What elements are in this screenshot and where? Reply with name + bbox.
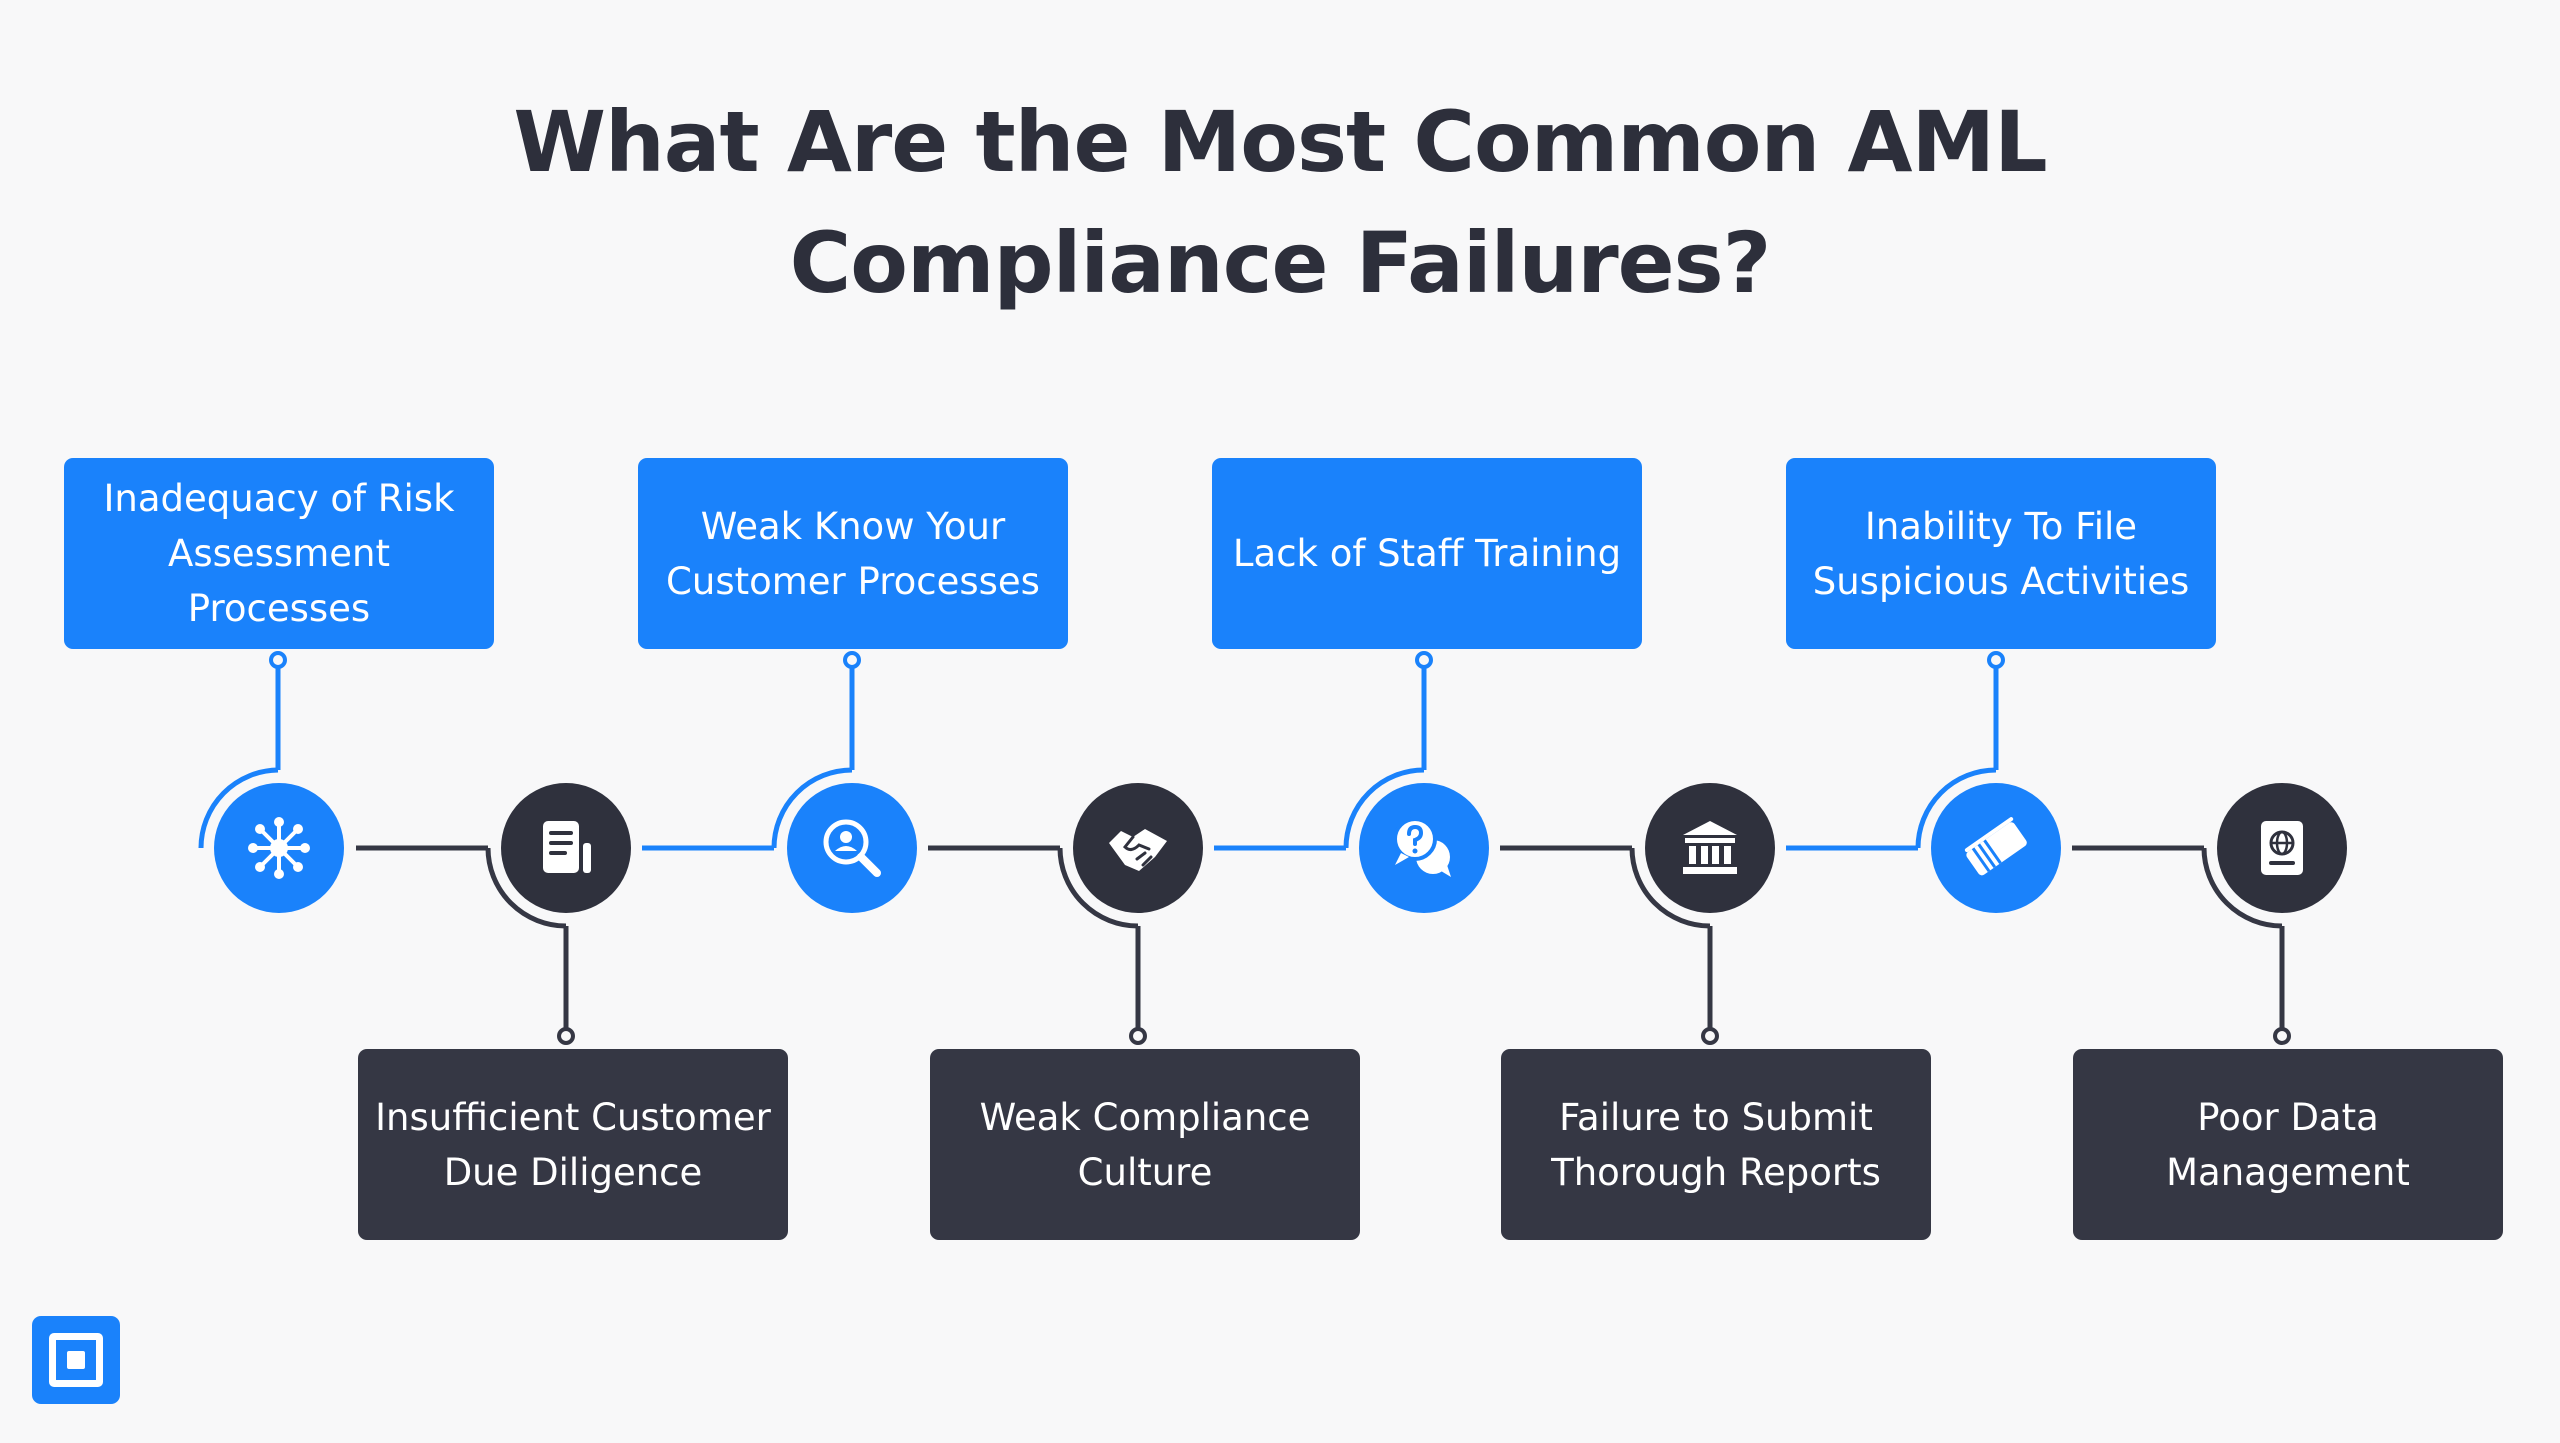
dot-step-8 xyxy=(2273,1027,2291,1045)
user-search-icon xyxy=(823,819,881,877)
step-5-label-box: Lack of Staff Training xyxy=(1212,458,1642,649)
arc-step-6 xyxy=(1629,847,1711,929)
dot-step-2 xyxy=(557,1027,575,1045)
step-4-label-box: Weak Compliance Culture xyxy=(930,1049,1360,1240)
arc-step-7 xyxy=(1915,767,1997,849)
passport-icon xyxy=(2261,821,2303,875)
dot-step-3 xyxy=(843,651,861,669)
dot-step-1 xyxy=(269,651,287,669)
arc-step-5 xyxy=(1343,767,1425,849)
arc-step-1 xyxy=(198,767,279,849)
step-3-label-box: Weak Know Your Customer Processes xyxy=(638,458,1068,649)
step-5-node xyxy=(1359,783,1489,913)
arc-step-8 xyxy=(2201,847,2283,929)
step-1-node xyxy=(214,783,344,913)
logo-ring xyxy=(49,1333,103,1387)
page-title: What Are the Most Common AML Compliance … xyxy=(280,82,2280,324)
step-4-node xyxy=(1073,783,1203,913)
bank-building-icon xyxy=(1683,821,1737,874)
logo-center xyxy=(67,1351,85,1369)
step-1-label-box: Inadequacy of Risk Assessment Processes xyxy=(64,458,494,649)
question-chat-icon xyxy=(1393,817,1451,877)
network-hub-icon xyxy=(248,817,310,879)
arc-step-3 xyxy=(771,767,853,849)
step-8-label-box: Poor Data Management xyxy=(2073,1049,2503,1240)
dot-step-6 xyxy=(1701,1027,1719,1045)
title-line-2: Compliance Failures? xyxy=(789,214,1772,312)
step-6-node xyxy=(1645,783,1775,913)
handshake-icon xyxy=(1109,829,1167,871)
title-line-1: What Are the Most Common AML xyxy=(513,93,2047,191)
arc-step-2 xyxy=(485,847,567,929)
step-2-node xyxy=(501,783,631,913)
step-7-node xyxy=(1931,783,2061,913)
step-8-node xyxy=(2217,783,2347,913)
step-7-label-box: Inability To File Suspicious Activities xyxy=(1786,458,2216,649)
cash-bundle-icon xyxy=(1964,817,2027,876)
step-3-node xyxy=(787,783,917,913)
step-6-label-box: Failure to Submit Thorough Reports xyxy=(1501,1049,1931,1240)
document-report-icon xyxy=(543,821,591,873)
arc-step-4 xyxy=(1057,847,1139,929)
dot-step-4 xyxy=(1129,1027,1147,1045)
dot-step-7 xyxy=(1987,651,2005,669)
dot-step-5 xyxy=(1415,651,1433,669)
step-2-label-box: Insufficient Customer Due Diligence xyxy=(358,1049,788,1240)
square-logo-icon xyxy=(32,1316,120,1404)
